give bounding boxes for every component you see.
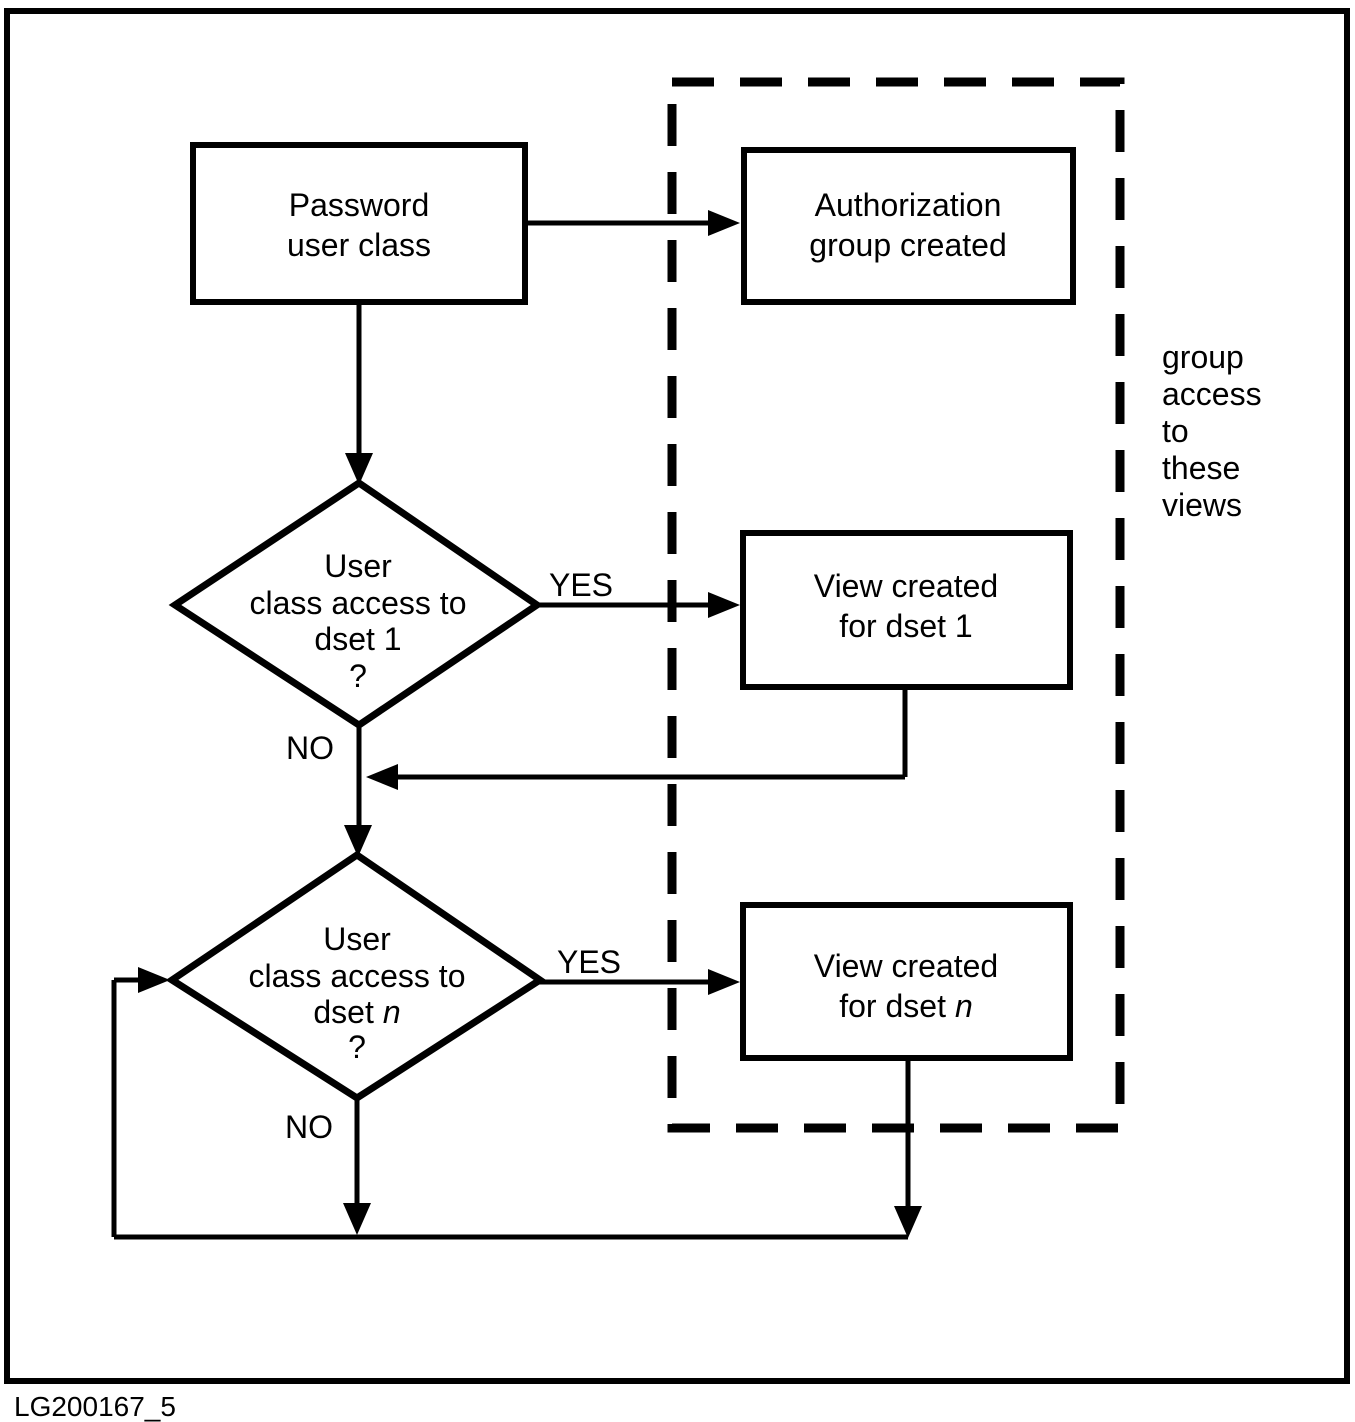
decision1-line1: User	[324, 548, 392, 584]
arrowhead-into-decision-n	[344, 825, 372, 857]
node-view-created-dset-n	[740, 902, 1073, 1061]
arrowhead-into-view1	[708, 592, 740, 618]
side-note-line5: views	[1162, 487, 1242, 523]
side-note-line4: these	[1162, 450, 1240, 486]
no-label-decision-n: NO	[285, 1109, 333, 1145]
decision1-line4: ?	[349, 658, 367, 694]
no-label-decision1: NO	[286, 730, 334, 766]
side-note-line1: group	[1162, 339, 1244, 375]
side-note-line2: access	[1162, 376, 1262, 412]
view1-box-line1: View created	[814, 568, 998, 604]
view-n-box-line2-var: n	[955, 988, 973, 1024]
auth-box-line1: Authorization	[815, 187, 1002, 223]
node-decision-dset-n	[165, 850, 547, 1103]
view-n-box-line1: View created	[814, 948, 998, 984]
arrowhead-view-n-to-loop	[894, 1206, 922, 1238]
yes-label-decision1: YES	[549, 567, 613, 603]
arrowhead-no2-to-loop	[343, 1203, 371, 1235]
node-authorization-group-created	[741, 147, 1076, 305]
view-n-box-line2-prefix: for dset	[839, 988, 946, 1024]
node-decision-dset-1	[168, 478, 544, 730]
connectors	[111, 210, 922, 1240]
figure-caption: LG200167_5	[14, 1391, 176, 1422]
arrowhead-into-auth	[708, 210, 740, 236]
auth-box-line2: group created	[809, 227, 1006, 263]
yes-label-decision-n: YES	[557, 944, 621, 980]
view1-box-line2: for dset 1	[839, 608, 972, 644]
outer-border	[4, 8, 1350, 1384]
decision-n-line2: class access to	[249, 958, 466, 994]
arrowhead-loop-into-decision-n	[138, 967, 170, 993]
password-box-line1: Password	[289, 187, 430, 223]
decision-n-line3-prefix: dset	[313, 994, 374, 1030]
decision1-line3: dset 1	[314, 621, 401, 657]
decision1-line2: class access to	[250, 585, 467, 621]
decision-n-line3-var: n	[383, 994, 401, 1030]
arrowhead-into-decision1	[345, 453, 373, 485]
decision-n-line1: User	[323, 921, 391, 957]
side-note-line3: to	[1162, 413, 1189, 449]
node-view-created-dset-1	[740, 530, 1073, 690]
arrowhead-into-view-n	[708, 969, 740, 995]
node-password-user-class	[190, 142, 528, 305]
group-access-side-note: group access to these views	[1162, 339, 1262, 523]
decision-n-line4: ?	[348, 1029, 366, 1065]
arrowhead-join-no1	[366, 764, 398, 790]
password-box-line2: user class	[287, 227, 431, 263]
